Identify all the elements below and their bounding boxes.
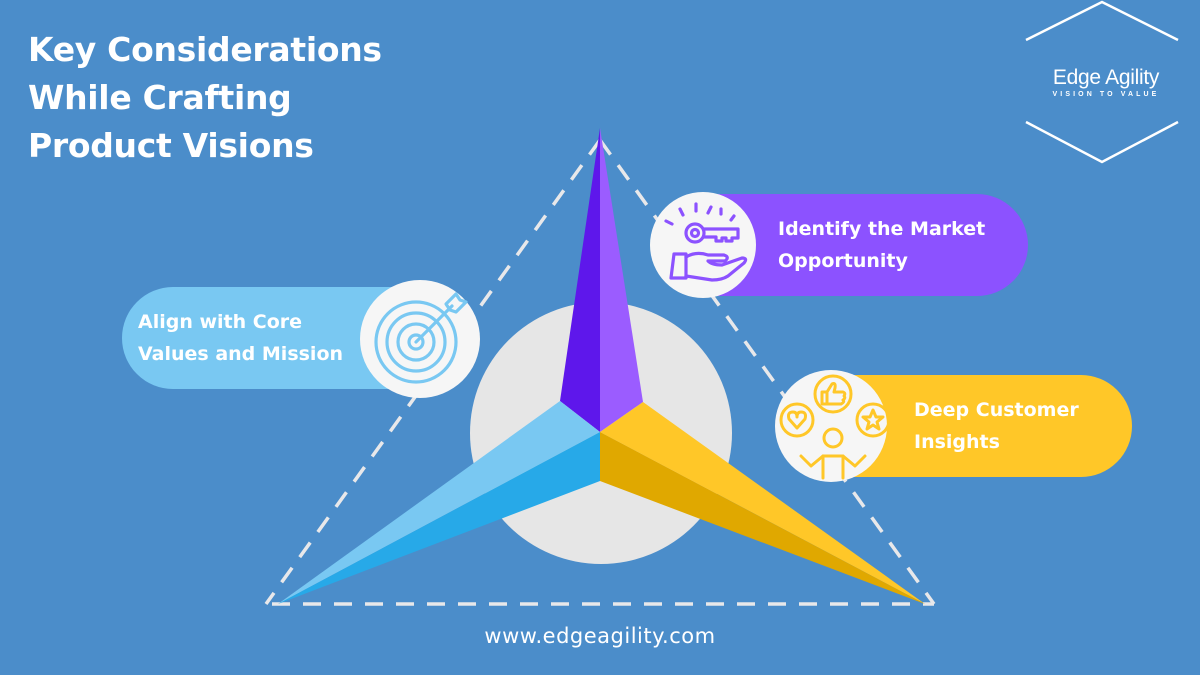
page-title: Key Considerations While Crafting Produc… <box>28 26 382 170</box>
logo-name: Edge Agility <box>1052 66 1160 89</box>
item-label-line-1: Deep Customer <box>914 399 1079 421</box>
star-arm-right-lower-face <box>600 432 925 604</box>
item-label-line-2: Opportunity <box>778 250 908 272</box>
icon-badge-market <box>650 192 756 298</box>
logo-hexagon-frame <box>1025 0 1179 164</box>
icon-badge-core-values <box>360 280 480 398</box>
star-arm-left-lower-face <box>278 432 600 604</box>
customer-feedback-icon <box>779 374 891 480</box>
title-line-3: Product Visions <box>28 126 314 165</box>
title-line-1: Key Considerations <box>28 30 382 69</box>
star-arm-top-left-face <box>560 128 600 432</box>
icon-badge-customer-insights <box>775 370 891 482</box>
title-line-2: While Crafting <box>28 78 292 117</box>
footer-url[interactable]: www.edgeagility.com <box>484 624 716 648</box>
item-label-line-1: Align with Core <box>138 311 303 333</box>
target-arrow-icon <box>374 292 468 384</box>
logo-tagline: VISION TO VALUE <box>1052 91 1160 98</box>
key-in-hand-icon <box>664 202 748 282</box>
item-label-line-2: Insights <box>914 431 1000 453</box>
star-arm-top-right-face <box>600 128 643 432</box>
item-label-line-1: Identify the Market <box>778 218 986 240</box>
brand-logo: Edge Agility VISION TO VALUE <box>1040 66 1172 98</box>
star-arm-left-upper-face <box>278 401 600 604</box>
item-label-line-2: Values and Mission <box>138 343 344 365</box>
star-arm-right-upper-face <box>600 402 925 604</box>
